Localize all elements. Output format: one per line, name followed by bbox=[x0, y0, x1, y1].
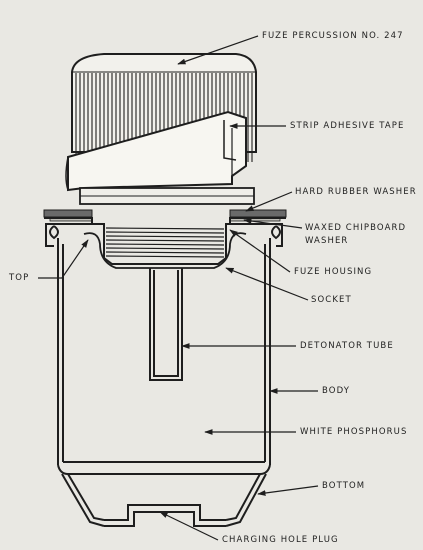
housing-thread bbox=[105, 231, 225, 234]
detonator-tube bbox=[149, 268, 183, 381]
leader-rubber-washer bbox=[245, 191, 293, 212]
leader-top bbox=[38, 239, 89, 279]
leader-bottom bbox=[257, 485, 319, 496]
label-top: TOP bbox=[9, 273, 30, 283]
washers bbox=[43, 209, 287, 222]
label-tape: STRIP ADHESIVE TAPE bbox=[290, 121, 405, 131]
housing-thread bbox=[105, 227, 225, 230]
leader-plug bbox=[159, 511, 219, 541]
housing-thread bbox=[105, 255, 225, 258]
leader-fuze-housing bbox=[229, 229, 291, 273]
label-chipboard-washer-2: WASHER bbox=[305, 236, 349, 246]
housing-thread bbox=[105, 235, 225, 238]
leader-chipboard bbox=[243, 218, 303, 229]
label-white-phosphorus: WHITE PHOSPHORUS bbox=[300, 427, 408, 437]
label-detonator-tube: DETONATOR TUBE bbox=[300, 341, 394, 351]
leader-socket bbox=[225, 267, 309, 301]
housing-thread bbox=[105, 243, 225, 246]
label-rubber-washer: HARD RUBBER WASHER bbox=[295, 187, 417, 197]
label-bottom: BOTTOM bbox=[322, 481, 366, 491]
leader-fuze bbox=[177, 35, 259, 65]
housing-thread bbox=[105, 251, 225, 254]
housing-thread bbox=[105, 239, 225, 242]
label-chipboard-washer-1: WAXED CHIPBOARD bbox=[305, 223, 407, 233]
adhesive-tape bbox=[65, 110, 247, 192]
housing-thread bbox=[105, 247, 225, 250]
body-shell bbox=[44, 217, 286, 527]
label-plug: CHARGING HOLE PLUG bbox=[222, 535, 339, 545]
fuze-neck bbox=[79, 187, 255, 205]
label-fuze-housing: FUZE HOUSING bbox=[294, 267, 373, 277]
leader-lines bbox=[38, 35, 319, 541]
label-socket: SOCKET bbox=[311, 295, 352, 305]
label-fuze: FUZE PERCUSSION NO. 247 bbox=[262, 31, 404, 41]
fuze-housing bbox=[83, 223, 247, 269]
housing-threads bbox=[105, 227, 225, 258]
label-body: BODY bbox=[322, 386, 351, 396]
